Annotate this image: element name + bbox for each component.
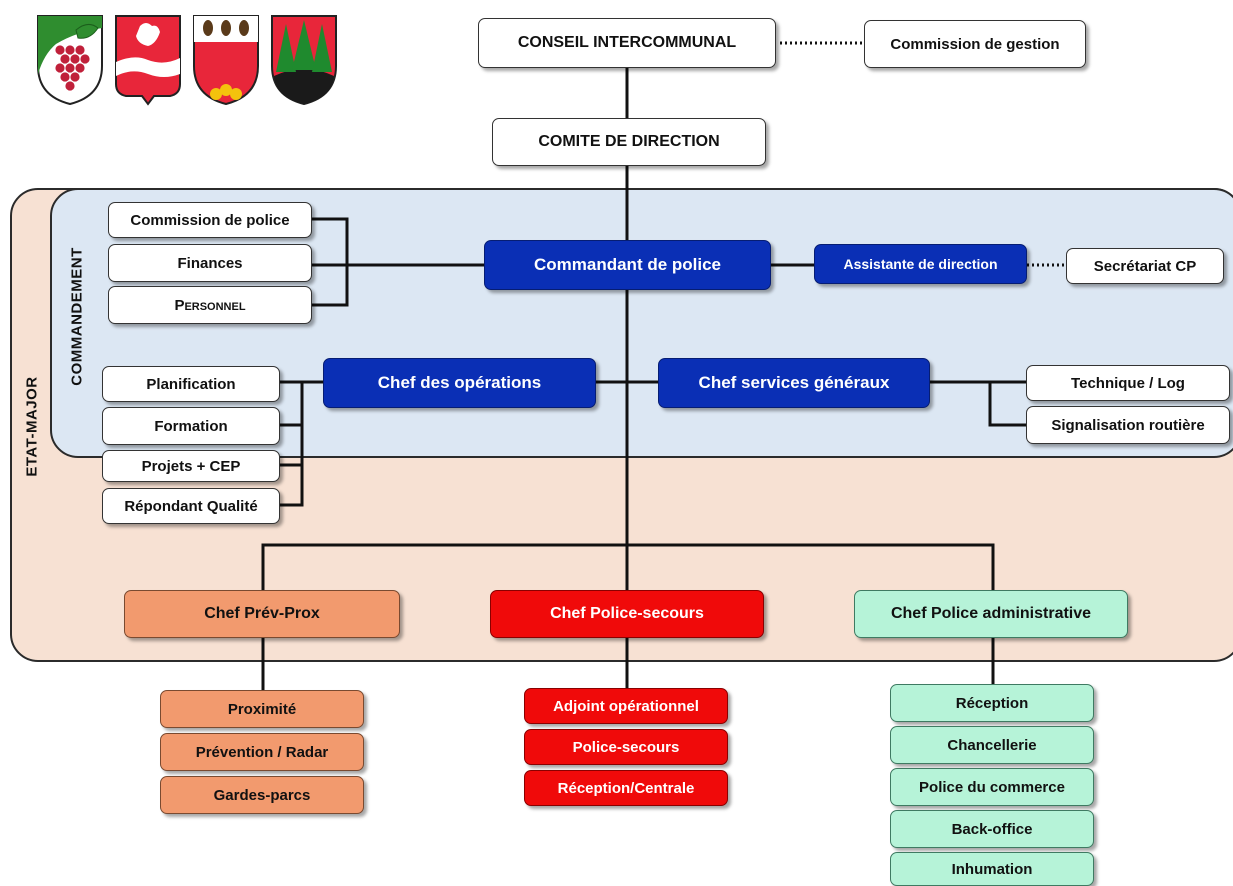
commandant-police-box: Commandant de police xyxy=(484,240,771,290)
police-commerce-box: Police du commerce xyxy=(890,768,1094,806)
prevention-radar-box: Prévention / Radar xyxy=(160,733,364,771)
commission-police-box: Commission de police xyxy=(108,202,312,238)
formation-box: Formation xyxy=(102,407,280,445)
conseil-intercommunal-box: CONSEIL INTERCOMMUNAL xyxy=(478,18,776,68)
chancellerie-box: Chancellerie xyxy=(890,726,1094,764)
chef-services-generaux-box: Chef services généraux xyxy=(658,358,930,408)
grapes-crest-icon xyxy=(37,15,103,106)
reception-centrale-box: Réception/Centrale xyxy=(524,770,728,806)
planification-box: Planification xyxy=(102,366,280,402)
fir-trees-crest-icon xyxy=(271,15,337,106)
assistante-direction-box: Assistante de direction xyxy=(814,244,1027,284)
technique-log-box: Technique / Log xyxy=(1026,365,1230,401)
back-office-box: Back-office xyxy=(890,810,1094,848)
proximite-box: Proximité xyxy=(160,690,364,728)
signalisation-routiere-box: Signalisation routière xyxy=(1026,406,1230,444)
police-secours-box: Police-secours xyxy=(524,729,728,765)
inhumation-box: Inhumation xyxy=(890,852,1094,886)
chef-prev-prox-box: Chef Prév-Prox xyxy=(124,590,400,638)
finances-box: Finances xyxy=(108,244,312,282)
personnel-box: Personnel xyxy=(108,286,312,324)
adjoint-operationnel-box: Adjoint opérationnel xyxy=(524,688,728,724)
gardes-parcs-box: Gardes-parcs xyxy=(160,776,364,814)
repondant-qualite-box: Répondant Qualité xyxy=(102,488,280,524)
beetles-crest-icon xyxy=(193,15,259,106)
reception-box: Réception xyxy=(890,684,1094,722)
commission-gestion-box: Commission de gestion xyxy=(864,20,1086,68)
chef-operations-box: Chef des opérations xyxy=(323,358,596,408)
projets-cep-box: Projets + CEP xyxy=(102,450,280,482)
comite-direction-box: COMITE DE DIRECTION xyxy=(492,118,766,166)
secretariat-cp-box: Secrétariat CP xyxy=(1066,248,1224,284)
chef-police-administrative-box: Chef Police administrative xyxy=(854,590,1128,638)
rooster-crest-icon xyxy=(115,15,181,106)
chef-police-secours-box: Chef Police-secours xyxy=(490,590,764,638)
